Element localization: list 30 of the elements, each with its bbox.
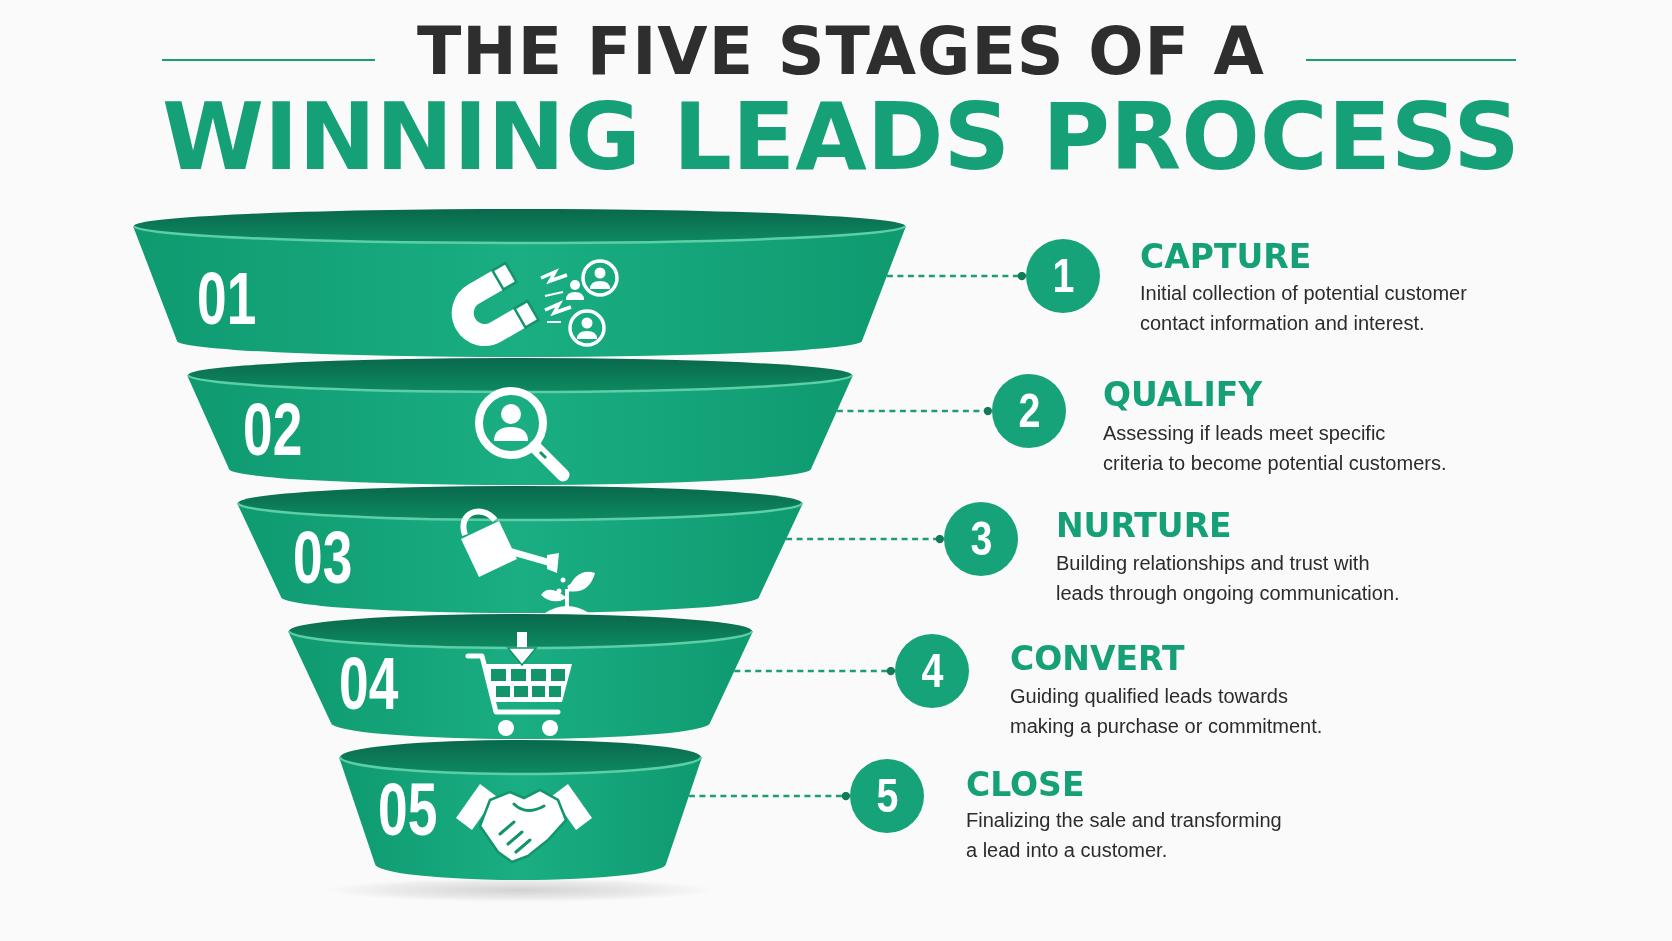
stage-title: CLOSE — [966, 768, 1085, 802]
stage-title: QUALIFY — [1103, 378, 1263, 412]
funnel-segment — [133, 208, 906, 357]
funnel-segment — [237, 485, 803, 613]
stage-number: 05 — [378, 773, 438, 847]
step-number: 2 — [1018, 387, 1040, 435]
step-number: 3 — [970, 515, 992, 563]
leader-line — [688, 791, 850, 801]
step-number: 5 — [876, 772, 898, 820]
step-number: 1 — [1052, 252, 1074, 300]
stage-number: 01 — [197, 262, 257, 336]
stage-title: CONVERT — [1010, 642, 1185, 676]
stage-number: 04 — [339, 647, 399, 721]
stage-title: CAPTURE — [1140, 240, 1312, 274]
stage-title: NURTURE — [1056, 509, 1232, 543]
stage-number: 02 — [243, 393, 303, 467]
stage-description: Building relationships and trust with leads through ongoing communication. — [1056, 551, 1401, 606]
leader-line — [886, 271, 1026, 281]
stage-number: 03 — [293, 521, 353, 595]
stage-description: Initial collection of potential customer contact information and interest. — [1140, 281, 1468, 336]
leader-line — [734, 666, 895, 676]
leader-line — [786, 534, 944, 544]
stage-description: Assessing if leads meet specific criteria to become potential customers. — [1103, 421, 1448, 476]
funnel-segment — [187, 357, 853, 485]
step-number: 4 — [921, 647, 943, 695]
stage-description: Guiding qualified leads towards making a purchase or commitment. — [1010, 684, 1324, 739]
funnel-segment — [288, 613, 753, 739]
leader-line — [836, 406, 992, 416]
funnel-segment — [339, 739, 702, 880]
stage-description: Finalizing the sale and transforming a lead into a customer. — [966, 808, 1283, 863]
